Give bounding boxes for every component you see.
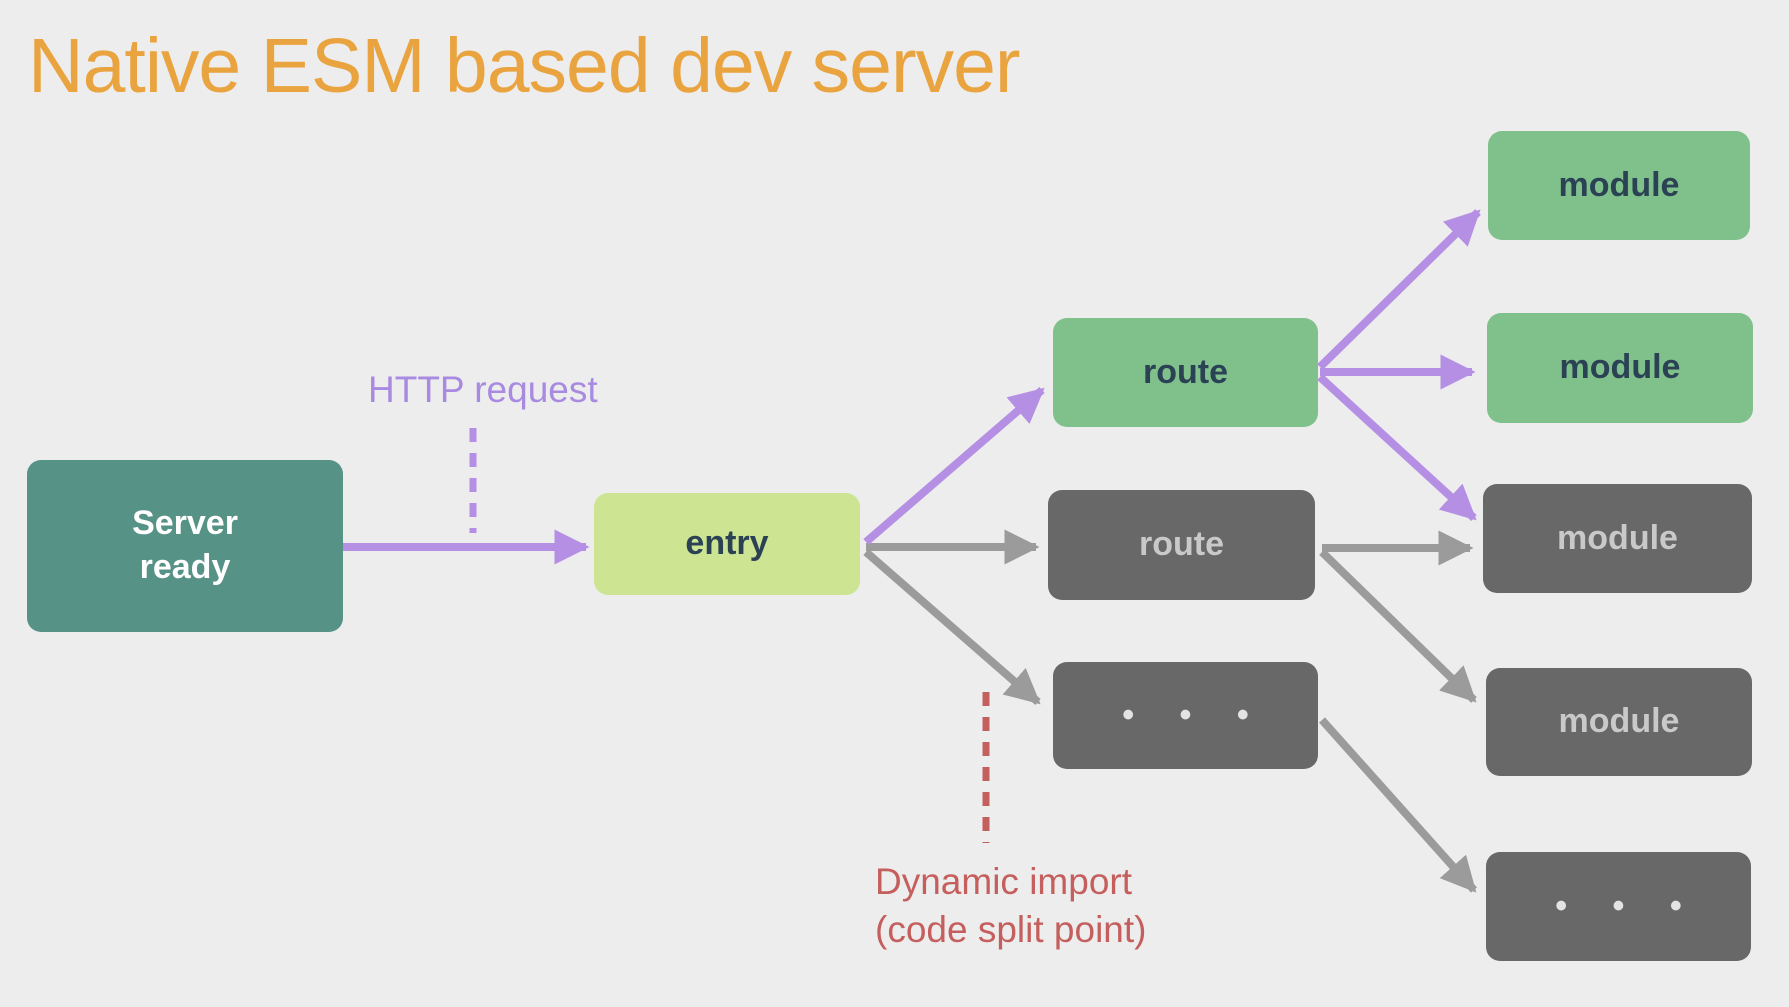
module-mid-label: module	[1559, 348, 1681, 387]
arrow-entry-to-route-loaded	[863, 386, 1045, 546]
module-node-top: module	[1488, 131, 1750, 240]
server-ready-node: Server ready	[27, 460, 343, 632]
arrow-ellipsis-mid-to-ellipsis-bottom	[1319, 717, 1477, 893]
module-top-label: module	[1558, 165, 1680, 204]
http-request-label: HTTP request	[368, 369, 598, 410]
route-node-loaded: route	[1053, 318, 1318, 427]
route-unloaded-label: route	[1139, 525, 1224, 564]
arrow-route-loaded-to-module-gray-1	[1317, 374, 1477, 521]
route-node-unloaded: route	[1048, 490, 1315, 600]
page-title: Native ESM based dev server	[28, 23, 1021, 109]
module-gray-2-label: module	[1558, 702, 1680, 741]
ellipsis-node-bottom: • • •	[1486, 852, 1751, 961]
entry-label: entry	[685, 524, 769, 563]
ellipsis-mid-label: • • •	[1122, 695, 1267, 734]
module-gray-1-label: module	[1557, 518, 1678, 557]
route-loaded-label: route	[1143, 352, 1228, 391]
module-node-mid: module	[1487, 313, 1753, 423]
arrow-entry-to-ellipsis-mid	[863, 548, 1041, 706]
server-ready-label: Server ready	[132, 504, 238, 586]
ellipsis-node-mid: • • •	[1053, 662, 1318, 769]
dynamic-import-label: Dynamic import (code split point)	[875, 861, 1147, 951]
arrow-route-loaded-to-module-top	[1317, 209, 1481, 370]
arrow-route-unloaded-to-module-gray-2	[1319, 549, 1477, 703]
module-node-gray-1: module	[1483, 484, 1752, 593]
entry-node: entry	[594, 493, 860, 595]
module-node-gray-2: module	[1486, 668, 1752, 776]
ellipsis-bottom-label: • • •	[1555, 886, 1700, 925]
